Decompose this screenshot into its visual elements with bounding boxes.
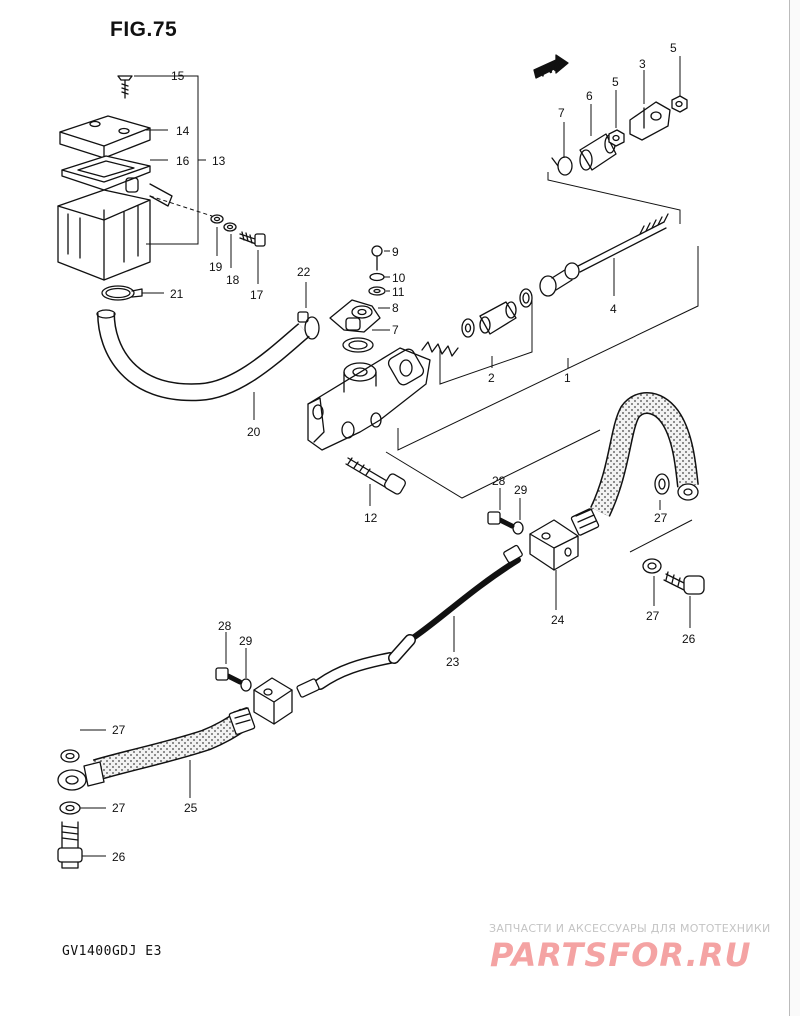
washer-29-b bbox=[240, 678, 252, 692]
callout-5-a: 5 bbox=[612, 75, 619, 89]
washer-11 bbox=[369, 272, 385, 282]
watermark-logo: PARTSFOR.RU bbox=[490, 936, 752, 974]
bolt-13 bbox=[345, 457, 406, 495]
callout-9: 8 bbox=[392, 301, 399, 315]
callout-4: 4 bbox=[610, 302, 617, 316]
hose-21 bbox=[96, 309, 310, 402]
screw-10 bbox=[371, 245, 383, 271]
callout-17: 16 bbox=[176, 154, 190, 168]
washer-19 bbox=[223, 222, 237, 232]
master-cylinder-body bbox=[307, 347, 431, 451]
pipe-23 bbox=[296, 544, 523, 698]
callout-25: 25 bbox=[184, 801, 198, 815]
fwd-label: FWD bbox=[537, 56, 568, 80]
callout-28-b: 28 bbox=[218, 619, 232, 633]
callout-26-a: 26 bbox=[682, 632, 696, 646]
bolt-28-b bbox=[215, 667, 243, 685]
piston bbox=[479, 301, 517, 335]
pushrod-4 bbox=[539, 213, 669, 297]
model-code: GV1400GDJ E3 bbox=[62, 944, 162, 959]
reservoir-body bbox=[57, 177, 173, 281]
callout-20: 19 bbox=[209, 260, 223, 274]
callout-labels: 15 14 16 13 19 18 17 21 22 20 9 10 11 8 … bbox=[112, 41, 696, 864]
callout-22-a: 21 bbox=[170, 287, 184, 301]
hose-25 bbox=[57, 707, 256, 791]
callout-16: 15 bbox=[171, 69, 185, 83]
seal-a bbox=[461, 318, 475, 338]
callout-3: 3 bbox=[639, 57, 646, 71]
callout-1: 1 bbox=[564, 371, 571, 385]
callout-23: 23 bbox=[446, 655, 460, 669]
callout-24: 24 bbox=[551, 613, 565, 627]
o-ring-8 bbox=[342, 337, 374, 353]
nut-5-lower bbox=[608, 129, 625, 147]
bolt-18 bbox=[239, 231, 266, 247]
callout-13: 12 bbox=[364, 511, 378, 525]
callout-21: 20 bbox=[247, 425, 261, 439]
washer-27-d bbox=[59, 801, 81, 815]
callout-26-b: 26 bbox=[112, 850, 126, 864]
callout-2: 2 bbox=[488, 371, 495, 385]
callout-29-a: 29 bbox=[514, 483, 528, 497]
page-edge bbox=[789, 0, 800, 1016]
seal-b bbox=[519, 288, 533, 308]
union-9 bbox=[329, 299, 381, 333]
watermark-tagline: ЗАПЧАСТИ И АКСЕССУАРЫ ДЛЯ МОТОТЕХНИКИ bbox=[489, 922, 771, 935]
washer-27-b bbox=[642, 558, 662, 574]
leader-lines bbox=[80, 56, 699, 857]
joint-block-24 bbox=[529, 519, 579, 571]
callout-27-d: 27 bbox=[112, 801, 126, 815]
washer-20 bbox=[210, 214, 224, 224]
hose-upper bbox=[570, 392, 699, 536]
reservoir-cap-15 bbox=[59, 115, 151, 159]
clamp-22-upper bbox=[101, 285, 143, 301]
banjo-bolt-26-a bbox=[663, 571, 705, 595]
callout-22-b: 22 bbox=[297, 265, 311, 279]
washer-27-c bbox=[60, 749, 80, 763]
callout-28-a: 28 bbox=[492, 474, 506, 488]
screw-16 bbox=[117, 75, 133, 99]
callout-7: 7 bbox=[558, 106, 565, 120]
joint-block-lower bbox=[253, 677, 293, 725]
circlip-7 bbox=[551, 156, 573, 176]
washer-12 bbox=[368, 286, 386, 296]
callout-27-a: 27 bbox=[654, 511, 668, 525]
nut-5-upper bbox=[671, 95, 688, 113]
callout-15: 14 bbox=[176, 124, 190, 138]
callout-5-b: 5 bbox=[670, 41, 677, 55]
callout-18: 17 bbox=[250, 288, 264, 302]
callout-12: 11 bbox=[392, 285, 405, 299]
clevis-3 bbox=[629, 101, 671, 141]
callout-19: 18 bbox=[226, 273, 240, 287]
washer-29-a bbox=[512, 521, 524, 535]
figure-title: FIG.75 bbox=[110, 18, 178, 41]
diaphragm-17 bbox=[61, 155, 151, 191]
callout-6: 6 bbox=[586, 89, 593, 103]
callout-29-b: 29 bbox=[239, 634, 253, 648]
clamp-22-lower bbox=[297, 311, 320, 340]
callout-27-b: 27 bbox=[646, 609, 660, 623]
banjo-bolt-26-b bbox=[57, 821, 83, 869]
callout-11: 10 bbox=[392, 271, 406, 285]
fwd-arrow bbox=[533, 54, 569, 79]
callout-8: 7 bbox=[392, 323, 399, 337]
washer-27-a bbox=[654, 473, 670, 495]
bolt-28-a bbox=[487, 511, 515, 529]
callout-14: 13 bbox=[212, 154, 226, 168]
callout-10: 9 bbox=[392, 245, 399, 259]
callout-27-c: 27 bbox=[112, 723, 126, 737]
